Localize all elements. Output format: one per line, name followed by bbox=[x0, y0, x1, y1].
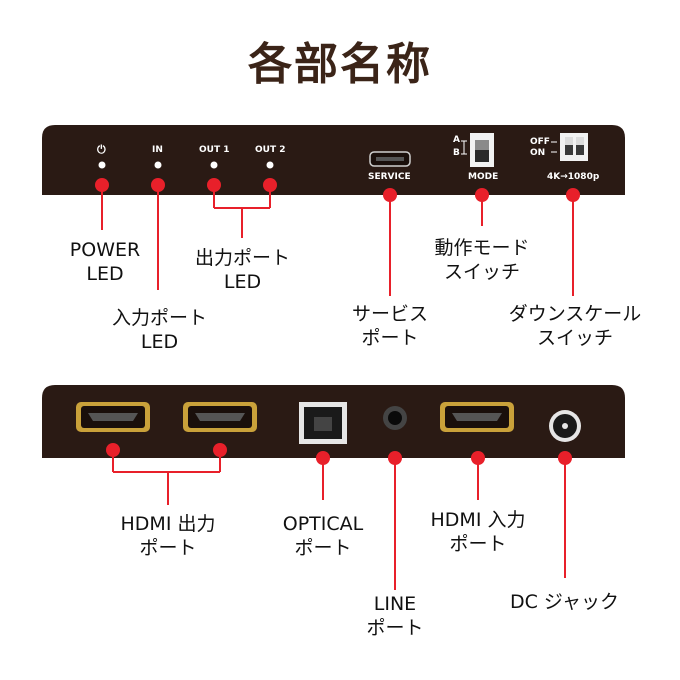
callout-downscale-switch: ダウンスケール スイッチ bbox=[508, 303, 642, 349]
callout-dot-downscale bbox=[566, 188, 580, 202]
callout-dot-mode bbox=[475, 188, 489, 202]
power-led bbox=[98, 161, 106, 169]
optical-port bbox=[299, 402, 347, 444]
out1-led bbox=[210, 161, 218, 169]
panel-label-in: IN bbox=[152, 145, 163, 155]
callout-dot-out2-led bbox=[263, 178, 277, 192]
callout-dot-service bbox=[383, 188, 397, 202]
line-jack bbox=[383, 406, 407, 430]
panel-label-service: SERVICE bbox=[368, 172, 411, 182]
callout-optical: OPTICAL ポート bbox=[282, 513, 364, 559]
callout-dot-hdmi-out-1 bbox=[106, 443, 120, 457]
hdmi-out-port-2 bbox=[183, 402, 257, 432]
callout-dot-hdmi-in bbox=[471, 451, 485, 465]
callout-service-port: サービス ポート bbox=[351, 303, 428, 349]
page-title: 各部名称 bbox=[248, 39, 432, 90]
power-symbol: ⏻ bbox=[97, 143, 106, 156]
callout-dot-power-led bbox=[95, 178, 109, 192]
callout-dot-line bbox=[388, 451, 402, 465]
panel-label-mode-b: B bbox=[453, 148, 460, 158]
callout-dot-dc-jack bbox=[558, 451, 572, 465]
hdmi-out-port-1 bbox=[76, 402, 150, 432]
front-callout-lines bbox=[101, 185, 574, 296]
out2-led bbox=[266, 161, 274, 169]
callout-dot-input-led bbox=[151, 178, 165, 192]
callout-dot-hdmi-out-2 bbox=[213, 443, 227, 457]
callout-input-led: 入力ポート LED bbox=[111, 307, 207, 353]
callout-power-led: POWER LED bbox=[69, 239, 141, 285]
callout-output-led: 出力ポート LED bbox=[194, 247, 290, 293]
front-panel bbox=[42, 125, 625, 195]
hdmi-in-port bbox=[440, 402, 514, 432]
panel-label-out2: OUT 2 bbox=[255, 145, 286, 155]
panel-label-on: ON bbox=[530, 148, 546, 158]
input-led bbox=[154, 161, 162, 169]
callout-hdmi-in: HDMI 入力 ポート bbox=[430, 509, 526, 555]
panel-label-off: OFF bbox=[530, 137, 550, 147]
rear-panel bbox=[42, 385, 625, 458]
rear-callout-dots bbox=[106, 443, 572, 465]
dc-jack bbox=[549, 410, 581, 442]
front-callout-dots bbox=[95, 178, 580, 202]
callout-hdmi-out: HDMI 出力 ポート bbox=[120, 513, 216, 559]
callout-mode-switch: 動作モード スイッチ bbox=[434, 237, 530, 283]
callout-dot-out1-led bbox=[207, 178, 221, 192]
panel-label-out1: OUT 1 bbox=[199, 145, 230, 155]
callout-line: LINE ポート bbox=[366, 593, 424, 639]
panel-label-downscale: 4K→1080p bbox=[547, 172, 600, 182]
callout-dot-optical bbox=[316, 451, 330, 465]
panel-label-mode-a: A bbox=[453, 135, 460, 145]
panel-label-mode: MODE bbox=[468, 172, 499, 182]
callout-dc-jack: DC ジャック bbox=[510, 591, 619, 613]
